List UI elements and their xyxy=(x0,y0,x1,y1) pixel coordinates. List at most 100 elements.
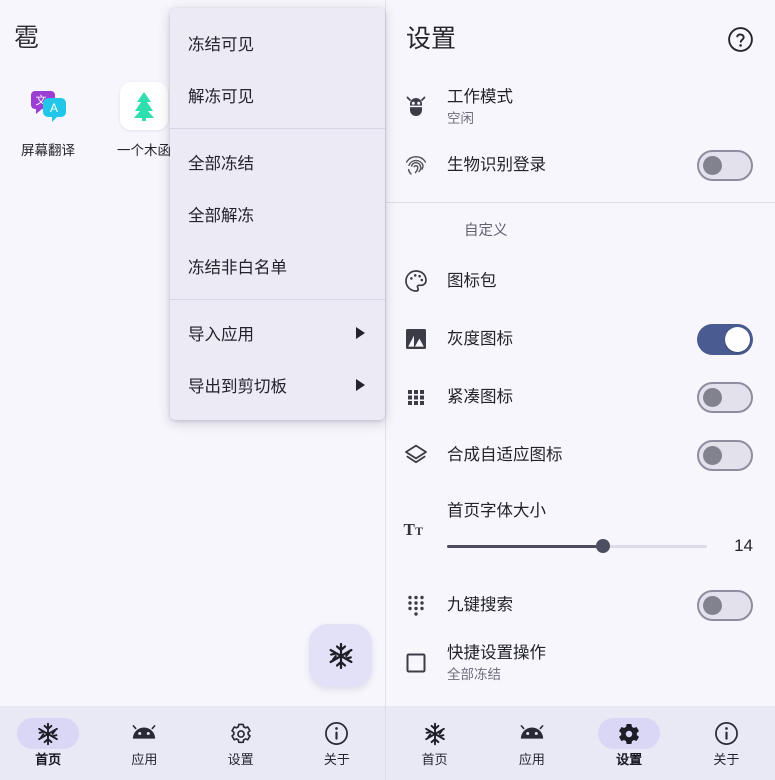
chevron-right-icon xyxy=(356,327,365,339)
settings-panel: 设置 xyxy=(385,0,775,780)
context-menu: 冻结可见 解冻可见 全部冻结 全部解冻 冻结非白名单 导入应用 xyxy=(170,8,385,420)
setting-subtitle: 空闲 xyxy=(447,111,474,126)
app-item-translate[interactable]: 文 A 屏幕翻译 xyxy=(0,82,96,159)
nav-right-item-apps[interactable]: 应用 xyxy=(483,706,580,780)
nav-right-item-home[interactable]: 首页 xyxy=(386,706,483,780)
nav-left-item-apps[interactable]: 应用 xyxy=(96,706,192,780)
slider-track[interactable] xyxy=(447,539,707,553)
setting-row-biometric-login[interactable]: 生物识别登录 xyxy=(386,136,775,194)
nav-right-item-settings[interactable]: 设置 xyxy=(581,706,678,780)
menu-item-label: 全部冻结 xyxy=(188,155,254,173)
setting-subtitle: 全部冻结 xyxy=(447,667,501,682)
svg-text:文: 文 xyxy=(36,93,47,107)
toggle-grayscale-icons[interactable] xyxy=(697,323,753,355)
square-icon xyxy=(403,650,447,676)
translate-icon: 文 A xyxy=(24,82,72,130)
menu-item-freeze-all[interactable]: 全部冻结 xyxy=(170,136,385,188)
toggle-knob xyxy=(725,326,750,352)
menu-item-freeze-non-whitelist[interactable]: 冻结非白名单 xyxy=(170,240,385,292)
android-icon xyxy=(501,718,563,749)
nav-item-label: 关于 xyxy=(323,752,350,767)
setting-row-quick-settings-action[interactable]: 快捷设置操作 全部冻结 xyxy=(386,634,775,692)
toggle-biometric-login[interactable] xyxy=(697,149,753,181)
setting-text: 快捷设置操作 全部冻结 xyxy=(447,642,753,684)
bug-icon xyxy=(403,94,447,120)
toggle-adaptive-icons[interactable] xyxy=(697,439,753,471)
setting-title: 灰度图标 xyxy=(447,330,513,348)
menu-item-label: 解冻可见 xyxy=(188,88,254,106)
setting-row-nine-key-search[interactable]: 九键搜索 xyxy=(386,576,775,634)
fingerprint-icon xyxy=(403,152,447,178)
grid-dots-icon xyxy=(403,384,447,410)
nav-left-item-about[interactable]: 关于 xyxy=(289,706,385,780)
setting-title: 合成自适应图标 xyxy=(447,446,563,464)
menu-item-label: 冻结可见 xyxy=(188,36,254,54)
freeze-fab-button[interactable] xyxy=(309,624,372,687)
nav-item-label: 关于 xyxy=(713,752,740,767)
setting-text: 工作模式 空闲 xyxy=(447,86,753,128)
setting-text: 九键搜索 xyxy=(447,594,697,616)
app-item-tool[interactable]: 一个木函 xyxy=(96,82,192,159)
toggle-nine-key-search[interactable] xyxy=(697,589,753,621)
navbar-right: 首页 应用 xyxy=(385,706,775,780)
toggle-knob xyxy=(703,155,722,175)
dialpad-icon xyxy=(403,592,447,618)
setting-row-grayscale-icons[interactable]: 灰度图标 xyxy=(386,310,775,368)
info-circle-icon xyxy=(695,718,757,749)
setting-row-work-mode[interactable]: 工作模式 空闲 xyxy=(386,78,775,136)
slider-fill xyxy=(447,544,603,548)
setting-title: 快捷设置操作 xyxy=(447,644,546,662)
toggle-compact-icons[interactable] xyxy=(697,381,753,413)
slider-thumb[interactable] xyxy=(596,539,610,553)
gear-outline-icon xyxy=(210,718,272,749)
nav-item-label: 设置 xyxy=(227,752,254,767)
nav-item-label: 首页 xyxy=(35,752,62,767)
nav-left-item-home[interactable]: 首页 xyxy=(0,706,96,780)
setting-row-icon-pack[interactable]: 图标包 xyxy=(386,252,775,310)
menu-item-import-apps[interactable]: 导入应用 xyxy=(170,307,385,359)
app-item-label: 一个木函 xyxy=(117,143,171,158)
settings-header: 设置 xyxy=(386,0,775,78)
help-circle-icon[interactable] xyxy=(725,24,755,54)
setting-row-adaptive-icons[interactable]: 合成自适应图标 xyxy=(386,426,775,484)
menu-item-unfreeze-all[interactable]: 全部解冻 xyxy=(170,188,385,240)
setting-title: 图标包 xyxy=(447,272,497,290)
app-grid: 文 A 屏幕翻译 一个木函 xyxy=(0,82,385,159)
context-menu-group: 全部冻结 全部解冻 冻结非白名单 xyxy=(170,136,385,292)
menu-item-label: 导入应用 xyxy=(188,326,254,344)
menu-item-export-clipboard[interactable]: 导出到剪切板 xyxy=(170,359,385,411)
menu-item-label: 导出到剪切板 xyxy=(188,378,287,396)
font-size-slider[interactable]: 14 xyxy=(447,536,753,556)
snowflake-icon xyxy=(17,718,80,749)
snowflake-icon xyxy=(327,642,355,670)
setting-title: 工作模式 xyxy=(447,88,513,106)
contrast-image-icon xyxy=(403,326,447,352)
layers-icon xyxy=(403,442,447,468)
context-menu-group: 导入应用 导出到剪切板 xyxy=(170,307,385,411)
toggle-knob xyxy=(703,387,722,407)
font-size-value: 14 xyxy=(734,536,753,555)
context-menu-group: 冻结可见 解冻可见 xyxy=(170,17,385,121)
app-item-label: 屏幕翻译 xyxy=(21,143,75,158)
nav-item-label: 应用 xyxy=(518,752,545,767)
setting-title: 生物识别登录 xyxy=(447,156,546,174)
gear-filled-icon xyxy=(598,718,661,749)
palette-icon xyxy=(403,268,447,294)
info-circle-icon xyxy=(306,718,368,749)
nav-right-item-about[interactable]: 关于 xyxy=(678,706,775,780)
section-divider xyxy=(386,202,775,203)
navbar-left: 首页 应用 xyxy=(0,706,385,780)
setting-row-font-size[interactable]: T T 首页字体大小 14 xyxy=(386,484,775,576)
page-title: 设置 xyxy=(406,25,457,53)
bottom-navigation: 首页 应用 xyxy=(0,706,775,780)
settings-list: 工作模式 空闲 xyxy=(386,78,775,704)
font-size-slider-wrap: 首页字体大小 14 xyxy=(447,492,753,556)
menu-item-unfreeze-visible[interactable]: 解冻可见 xyxy=(170,69,385,121)
nav-item-label: 设置 xyxy=(616,752,643,767)
menu-item-freeze-visible[interactable]: 冻结可见 xyxy=(170,17,385,69)
menu-divider xyxy=(170,299,385,300)
setting-row-compact-icons[interactable]: 紧凑图标 xyxy=(386,368,775,426)
nav-left-item-settings[interactable]: 设置 xyxy=(193,706,289,780)
setting-text: 生物识别登录 xyxy=(447,154,697,176)
